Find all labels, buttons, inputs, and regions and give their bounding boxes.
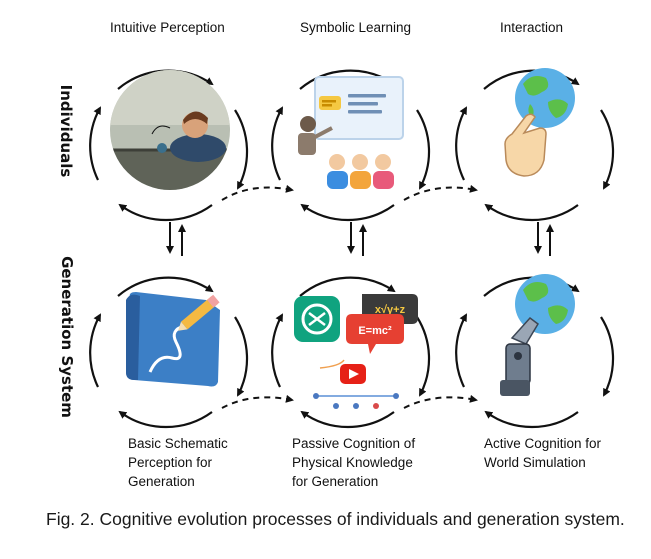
globe-touch-icon bbox=[504, 68, 575, 177]
ai-knowledge-icon bbox=[294, 296, 340, 342]
cycle-ring-individual-interaction bbox=[455, 69, 615, 222]
math-badge-text: x√y+z bbox=[375, 304, 406, 316]
label-basic-schematic-perception: Basic Schematic Perception for Generatio… bbox=[128, 436, 228, 489]
column-title-interaction: Interaction bbox=[500, 20, 564, 35]
dashed-transition-arrows bbox=[221, 184, 478, 409]
label-passive-cognition: Passive Cognition of Physical Knowledge … bbox=[292, 436, 416, 489]
child-playing-photo bbox=[110, 70, 230, 190]
column-title-symbolic-learning: Symbolic Learning bbox=[300, 20, 412, 35]
classroom-presentation-icon bbox=[298, 76, 404, 189]
video-timeline-icon bbox=[313, 359, 399, 409]
formula-speech-bubbles: x√y+z E=mc² bbox=[346, 294, 418, 354]
vertical-exchange-arrows bbox=[166, 222, 554, 256]
globe-robot-icon bbox=[500, 274, 575, 396]
label-active-cognition: Active Cognition for World Simulation bbox=[484, 436, 602, 470]
formula-badge-text: E=mc² bbox=[358, 325, 392, 337]
sketch-pencil-icon bbox=[126, 292, 220, 387]
cycle-ring-generation-basic bbox=[89, 276, 249, 429]
cycle-ring-generation-passive bbox=[271, 276, 431, 429]
cycle-ring-generation-active bbox=[455, 276, 615, 429]
diagram-canvas: x√y+z E=mc² bbox=[89, 68, 615, 429]
figure-caption: Fig. 2. Cognitive evolution processes of… bbox=[46, 509, 625, 529]
column-title-intuitive-perception: Intuitive Perception bbox=[110, 20, 225, 35]
